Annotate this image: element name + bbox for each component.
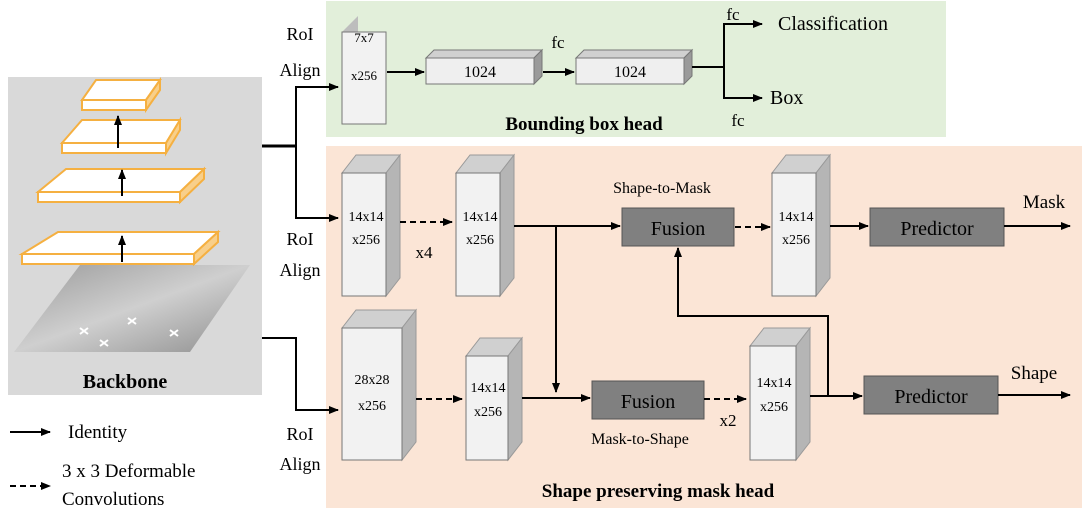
- bbox-input-dims-1: 7x7: [354, 30, 374, 45]
- legend-deform-line1: 3 x 3 Deformable: [62, 461, 195, 482]
- mask-feature-c: [772, 155, 830, 296]
- feat-d-dims-2: x256: [358, 399, 386, 414]
- fc-between-label: fc: [551, 33, 565, 52]
- mask-output-label: Mask: [1023, 192, 1066, 213]
- classification-output-label: Classification: [778, 13, 888, 35]
- predictor-bottom-label: Predictor: [894, 386, 968, 408]
- bbox-head-title: Bounding box head: [505, 114, 663, 135]
- x2-label: x2: [720, 411, 737, 430]
- roi-align-2-line2: Align: [279, 260, 320, 280]
- mask-head-title: Shape preserving mask head: [542, 481, 775, 502]
- feat-f-dims-1: 14x14: [757, 376, 792, 391]
- roi-align-1-line2: Align: [279, 60, 320, 80]
- predictor-top-label: Predictor: [900, 218, 974, 240]
- feat-e-dims-1: 14x14: [471, 381, 506, 396]
- box-output-label: Box: [770, 87, 803, 109]
- roi-align-1-line1: RoI: [287, 24, 314, 44]
- mask-to-shape-label: Mask-to-Shape: [591, 431, 689, 448]
- fc-box-1-label: 1024: [464, 64, 496, 81]
- feat-b-dims-2: x256: [466, 233, 494, 248]
- mask-feature-f: [750, 328, 810, 460]
- backbone-label: Backbone: [83, 371, 168, 393]
- fusion-top-label: Fusion: [651, 218, 705, 240]
- mask-feature-e: [466, 338, 522, 460]
- feat-b-dims-1: 14x14: [463, 210, 498, 225]
- roi-align-2-line1: RoI: [287, 229, 314, 249]
- legend-deform-line2: Convolutions: [62, 489, 164, 510]
- fusion-bottom-label: Fusion: [621, 391, 675, 413]
- legend-identity-label: Identity: [68, 422, 128, 443]
- feat-a-dims-1: 14x14: [349, 210, 384, 225]
- roi-align-3-line1: RoI: [287, 424, 314, 444]
- fc-bottom-label: fc: [731, 111, 745, 130]
- mask-feature-b: [456, 155, 514, 296]
- shape-output-label: Shape: [1011, 363, 1057, 384]
- feat-e-dims-2: x256: [474, 405, 502, 420]
- x4-label: x4: [416, 243, 434, 262]
- fc-box-2-label: 1024: [614, 64, 646, 81]
- mask-feature-a: [342, 155, 400, 296]
- feat-a-dims-2: x256: [352, 233, 380, 248]
- feat-c-dims-2: x256: [782, 233, 810, 248]
- fc-top-label: fc: [726, 5, 740, 24]
- feat-d-dims-1: 28x28: [355, 373, 390, 388]
- bbox-input-dims-2: x256: [351, 68, 378, 83]
- shape-to-mask-label: Shape-to-Mask: [613, 180, 711, 197]
- legend: [10, 432, 50, 486]
- feat-f-dims-2: x256: [760, 400, 788, 415]
- mask-head-panel: [326, 146, 1082, 508]
- feat-c-dims-1: 14x14: [779, 210, 814, 225]
- roi-align-3-line2: Align: [279, 454, 320, 474]
